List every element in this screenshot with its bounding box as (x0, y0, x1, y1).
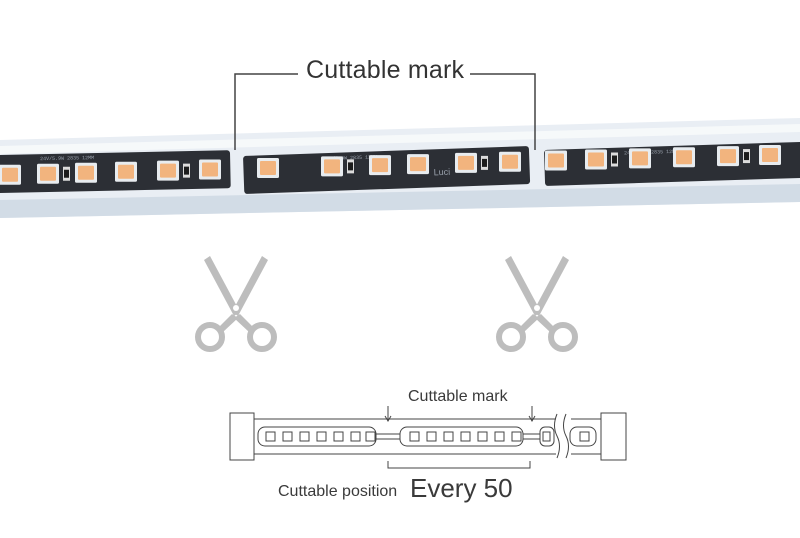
cut-arrowhead-left (384, 415, 392, 422)
diagram-led-chip (579, 431, 590, 442)
led-chip (407, 154, 429, 175)
diagram-cuttable-mark-label: Cuttable mark (408, 388, 508, 405)
led-chip (257, 158, 279, 179)
svg-text:24V/5.9W 2835 12MM: 24V/5.9W 2835 12MM (323, 154, 377, 162)
led-chip (673, 147, 695, 168)
diagram-led-chip (494, 431, 505, 442)
led-strip-photo: 24V/5.9W 2835 12MM 24V/5.9W 2835 12MM Lu… (0, 118, 800, 218)
diagram-led-chip (511, 431, 522, 442)
svg-text:24V/5.9W 2835 12MM: 24V/5.9W 2835 12MM (624, 149, 678, 157)
cuttable-mark-callout (234, 73, 536, 150)
led-chip (37, 163, 59, 184)
led-chip (199, 159, 221, 180)
diagram-led-chip (477, 431, 488, 442)
break-mark-a (554, 413, 560, 459)
led-chip (321, 156, 343, 177)
scissors-icon (496, 256, 578, 352)
diagram-led-chip (265, 431, 276, 442)
tube-shadow (0, 184, 800, 218)
resistor (347, 159, 354, 174)
cut-arrowhead-right (528, 415, 536, 422)
strip-brand-text: Luci (434, 167, 451, 178)
interval-bracket (387, 461, 531, 469)
led-chip (499, 151, 521, 172)
led-chips (0, 144, 781, 185)
led-chip (115, 161, 137, 182)
tube-highlight (0, 124, 800, 154)
diagram-led-chip (409, 431, 420, 442)
cuttable-position-label: Cuttable position (278, 483, 398, 500)
led-chip (0, 164, 21, 185)
callout-line-right (470, 73, 536, 150)
resistor (611, 152, 618, 167)
strip-line-diagram (229, 406, 627, 469)
led-chip (157, 160, 179, 181)
diagram-led-chip (282, 431, 293, 442)
diagram-segment-3a (539, 426, 555, 447)
resistor (481, 155, 488, 170)
led-chip (629, 148, 651, 169)
led-chip (455, 152, 477, 173)
diagram-led-chip (316, 431, 327, 442)
scissors-icon (195, 256, 277, 352)
diagram-led-chip (299, 431, 310, 442)
diagram-segment-3b (569, 426, 597, 447)
diagram-segment-1 (257, 426, 377, 447)
diagram-led-chip (542, 431, 551, 442)
cut-interval-label: Every 50 (410, 473, 513, 503)
resistor (63, 166, 70, 181)
end-cap-left (229, 412, 255, 461)
resistor (183, 163, 190, 178)
callout-line-left (234, 73, 298, 150)
led-chip (369, 155, 391, 176)
diagram-led-chip (350, 431, 361, 442)
cuttable-mark-title: Cuttable mark (306, 56, 465, 84)
diagram-led-chip (460, 431, 471, 442)
resistor (743, 149, 750, 164)
led-chip (759, 144, 781, 165)
diagram-led-chip (426, 431, 437, 442)
diagram-led-chip (333, 431, 344, 442)
led-chip (75, 162, 97, 183)
diagram-led-chip (443, 431, 454, 442)
diagram-segment-2 (399, 426, 524, 447)
led-chip (585, 149, 607, 170)
led-chip (545, 150, 567, 171)
svg-text:24V/5.9W 2835 12MM: 24V/5.9W 2835 12MM (40, 155, 94, 162)
diagram-led-chip (365, 431, 376, 442)
end-cap-right (600, 412, 627, 461)
break-mark-b (563, 413, 569, 459)
led-chip (717, 146, 739, 167)
